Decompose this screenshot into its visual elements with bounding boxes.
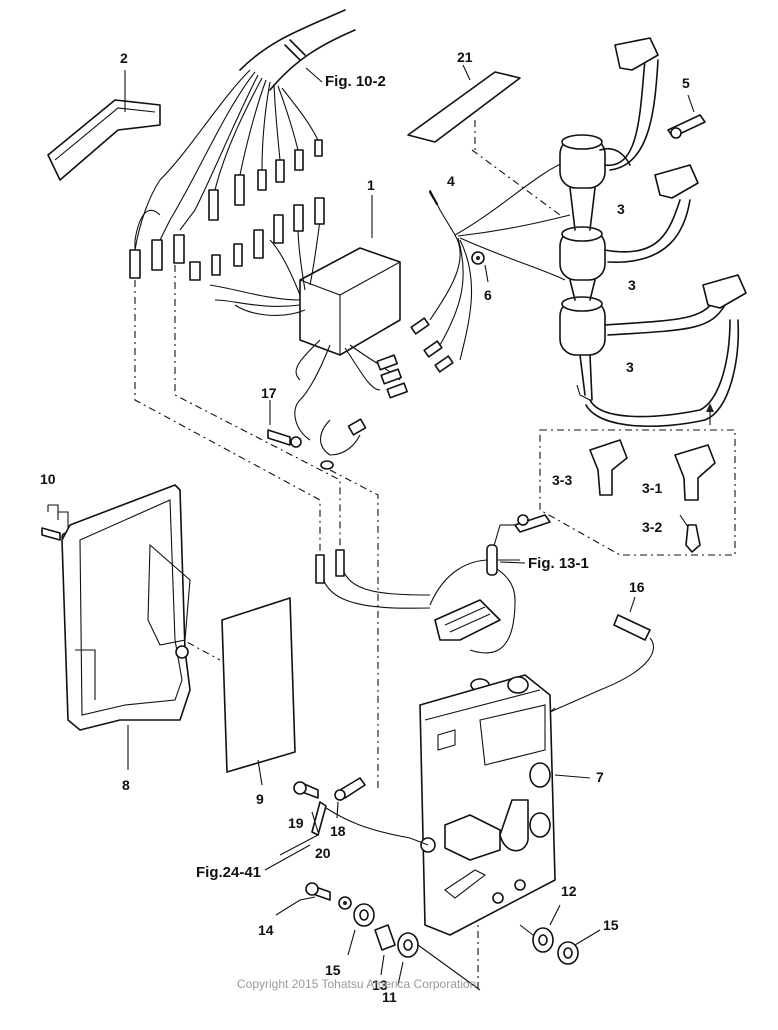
- callout-9: 9: [256, 791, 264, 807]
- figure-ref-fig-13-1: Fig. 13-1: [528, 555, 589, 572]
- rectifier-assembly: [315, 514, 551, 692]
- callout-13: 13: [372, 977, 388, 993]
- callout-16: 16: [629, 579, 645, 595]
- callout-8: 8: [122, 777, 130, 793]
- callout-1: 1: [367, 177, 375, 193]
- callout-11: 11: [382, 989, 397, 1005]
- callout-10: 10: [40, 471, 56, 487]
- callout-2: 2: [120, 50, 128, 66]
- label-part-21: [407, 64, 521, 143]
- callout-18: 18: [330, 823, 346, 839]
- callout-3: 3: [628, 277, 636, 293]
- callout-19: 19: [288, 815, 304, 831]
- callout-3: 3: [617, 201, 625, 217]
- callout-labels: 1 2 3 3 3 3-3 3-1 3-2 4 5 6 7 8 9 10 11 …: [40, 49, 690, 1005]
- fastener-parts: [275, 777, 601, 991]
- figure-ref-fig-10-2: Fig. 10-2: [325, 73, 386, 90]
- callout-4: 4: [447, 173, 455, 189]
- sheet-part-9: [221, 597, 296, 786]
- bracket-part-2: [47, 70, 161, 181]
- callout-3-1: 3-1: [642, 480, 662, 496]
- cap-detail-box: [539, 429, 736, 556]
- callout-17: 17: [261, 385, 277, 401]
- cover-part-8: [61, 484, 191, 770]
- callout-3-2: 3-2: [642, 519, 662, 535]
- ignition-coils-part-3: [559, 37, 747, 428]
- callout-21: 21: [457, 49, 473, 65]
- callout-3-3: 3-3: [552, 472, 572, 488]
- callout-3: 3: [626, 359, 634, 375]
- coil-leads-part-4: [410, 159, 571, 373]
- screw-part-17: [267, 400, 302, 448]
- callout-7: 7: [596, 769, 604, 785]
- callout-12: 12: [561, 883, 577, 899]
- fuse-part-16: [549, 596, 654, 713]
- cdi-unit-part-1: [189, 195, 408, 470]
- callout-15: 15: [603, 917, 619, 933]
- figure-ref-fig-24-41: Fig.24-41: [196, 864, 261, 881]
- callout-14: 14: [258, 922, 274, 938]
- callout-6: 6: [484, 287, 492, 303]
- callout-15: 15: [325, 962, 341, 978]
- copyright-notice: Copyright 2015 Tohatsu America Corporati…: [237, 977, 476, 991]
- callout-20: 20: [315, 845, 331, 861]
- mount-plate-part-7: [419, 674, 591, 936]
- wire-harness: [129, 9, 356, 279]
- callout-5: 5: [682, 75, 690, 91]
